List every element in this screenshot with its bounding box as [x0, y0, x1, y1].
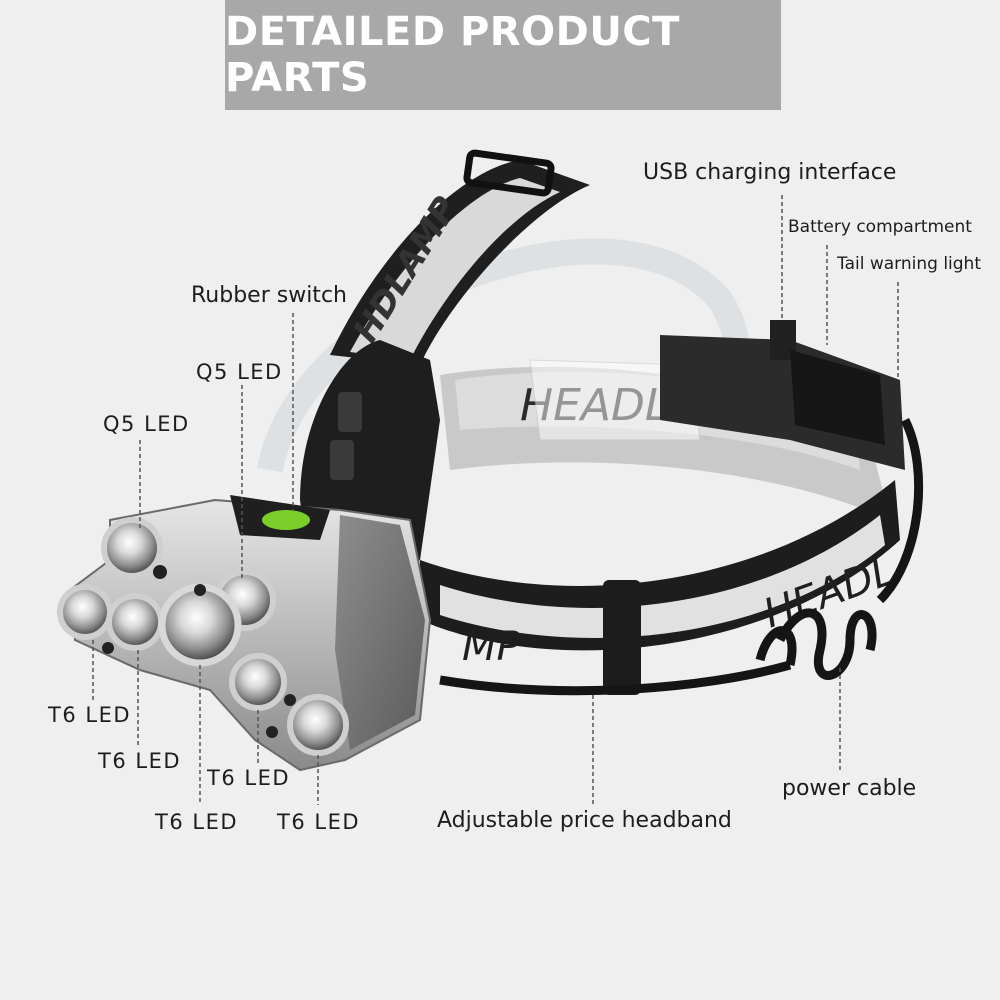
strap-buckle: [463, 149, 555, 197]
led-lenses: [57, 517, 349, 756]
band-clip: [603, 580, 641, 695]
label-t6-led-4: T6 LED: [155, 810, 239, 834]
label-adjustable-headband: Adjustable price headband: [437, 808, 732, 833]
label-rubber-switch: Rubber switch: [191, 283, 347, 308]
label-t6-led-1: T6 LED: [48, 703, 132, 727]
label-t6-led-3: T6 LED: [207, 766, 291, 790]
label-q5-led-left: Q5 LED: [103, 412, 190, 436]
label-power-cable: power cable: [782, 776, 917, 801]
side-band-print: MP: [462, 624, 522, 670]
label-usb-charging-interface: USB charging interface: [643, 160, 897, 185]
coiled-cable: [439, 417, 924, 696]
label-t6-led-2: T6 LED: [98, 749, 182, 773]
rubber-switch-shape: [262, 510, 310, 530]
front-headband: HEADL HEADL MP: [420, 359, 901, 695]
leader-lines: [92, 195, 899, 805]
title-banner: DETAILED PRODUCT PARTS: [225, 0, 781, 110]
label-t6-led-5: T6 LED: [277, 810, 361, 834]
label-tail-warning-light: Tail warning light: [837, 254, 981, 274]
page-title: DETAILED PRODUCT PARTS: [225, 9, 680, 101]
battery-box: [660, 320, 905, 470]
label-battery-compartment: Battery compartment: [788, 217, 972, 237]
label-q5-led-upper: Q5 LED: [196, 360, 283, 384]
